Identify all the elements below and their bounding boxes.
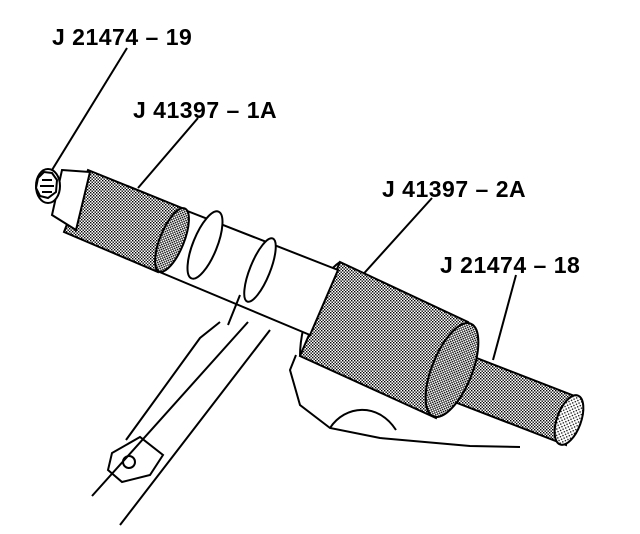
leader-lines: [51, 47, 517, 361]
callout-label-j41397-2a: J 41397 – 2A: [382, 176, 527, 202]
callout-label-j21474-19: J 21474 – 19: [52, 24, 193, 50]
nut-j21474-19: [34, 168, 92, 232]
callout-label-j21474-18: J 21474 – 18: [440, 252, 581, 278]
shaft-body: [148, 203, 340, 337]
bolt-rod-j21474-18: [450, 348, 585, 447]
callout-label-j41397-1a: J 41397 – 1A: [133, 97, 278, 123]
steering-column-bracket: [91, 321, 521, 526]
